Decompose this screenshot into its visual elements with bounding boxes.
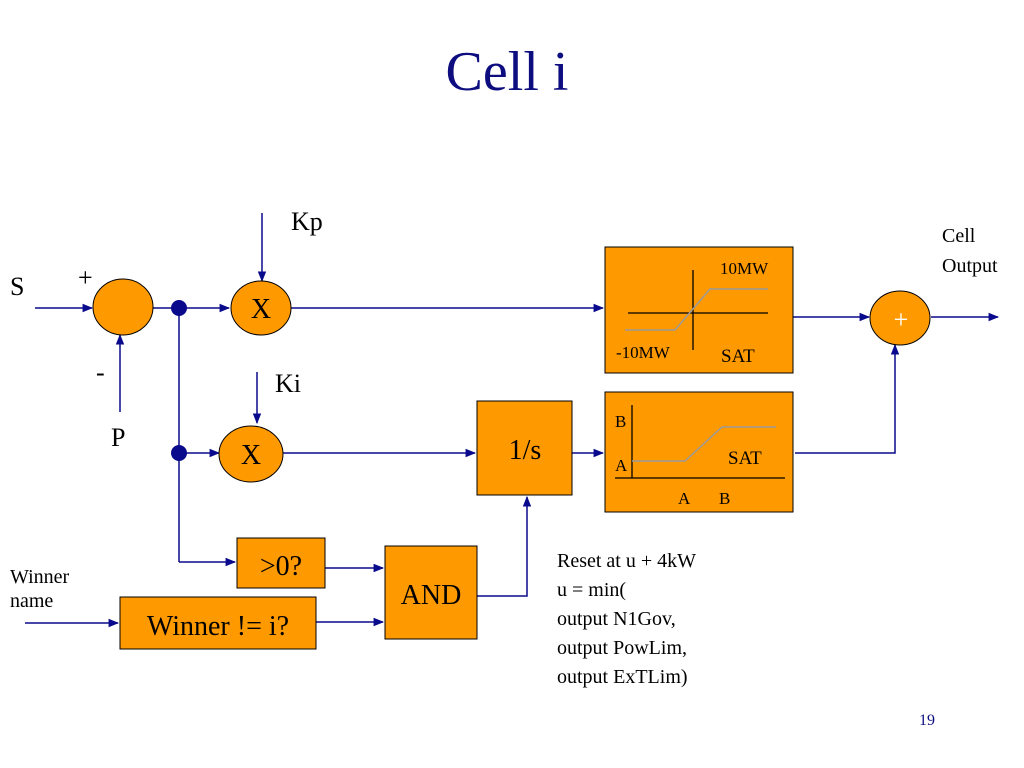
gain-label-ki: Ki	[275, 369, 301, 398]
input-label-p: P	[111, 423, 125, 452]
sat-top-lower-limit: -10MW	[616, 343, 671, 362]
integrator-label: 1/s	[509, 435, 542, 466]
compare-block	[236, 537, 326, 589]
winner-check-block	[119, 596, 317, 650]
sat-bottom-label: SAT	[728, 448, 762, 469]
and-block	[384, 545, 478, 640]
output-sum-junction	[869, 290, 931, 346]
slide-title: Cell i	[446, 41, 569, 103]
sum-minus-sign: -	[96, 358, 105, 387]
input-label-s: S	[10, 272, 24, 301]
reset-note-line-2: u = min(	[557, 579, 626, 601]
multiplier-p-label: X	[251, 294, 271, 325]
sat-top-upper-limit: 10MW	[720, 259, 769, 278]
page-number: 19	[919, 712, 935, 729]
saturation-block-top: 10MW -10MW SAT	[604, 246, 794, 374]
winner-name-line-2: name	[10, 590, 53, 612]
reset-note-line-3: output N1Gov,	[557, 608, 676, 630]
winner-name-label: Winner name	[10, 566, 74, 612]
compare-label: >0?	[260, 551, 302, 582]
and-label: AND	[401, 580, 462, 611]
multiplier-i	[218, 425, 284, 483]
sat-bottom-curve	[632, 426, 776, 462]
wire-and-to-integrator-reset	[477, 495, 532, 597]
multiplier-p	[230, 280, 292, 336]
wire-sat-bottom-to-output-sum	[795, 343, 900, 454]
junction-dot-lower	[171, 445, 187, 461]
sum-plus-sign: +	[78, 263, 93, 292]
sat-bottom-x-label-b: B	[719, 489, 730, 508]
sat-bottom-x-label-a: A	[678, 489, 691, 508]
reset-note-line-4: output PowLim,	[557, 637, 687, 659]
cell-output-line-1: Cell	[942, 225, 976, 247]
sat-bottom-y-label-b: B	[615, 412, 626, 431]
sat-top-label: SAT	[721, 346, 755, 367]
sat-bottom-y-label-a: A	[615, 456, 628, 475]
signal-wires	[25, 213, 1000, 628]
winner-check-label: Winner != i?	[147, 611, 289, 642]
cell-output-label: Cell Output	[942, 225, 998, 277]
reset-note-line-1: Reset at u + 4kW	[557, 550, 696, 572]
sat-top-curve	[625, 288, 768, 331]
reset-note-line-5: output ExTLim)	[557, 666, 688, 688]
junction-dot-upper	[171, 300, 187, 316]
output-sum-plus: +	[894, 305, 909, 334]
saturation-block-bottom: B A A B SAT	[604, 391, 794, 513]
gain-label-kp: Kp	[291, 207, 323, 236]
winner-name-line-1: Winner	[10, 566, 70, 588]
error-sum-junction	[92, 278, 154, 336]
integrator-block	[476, 400, 573, 496]
multiplier-i-label: X	[241, 440, 261, 471]
reset-note: Reset at u + 4kW u = min( output N1Gov, …	[557, 550, 701, 688]
cell-output-line-2: Output	[942, 255, 998, 277]
